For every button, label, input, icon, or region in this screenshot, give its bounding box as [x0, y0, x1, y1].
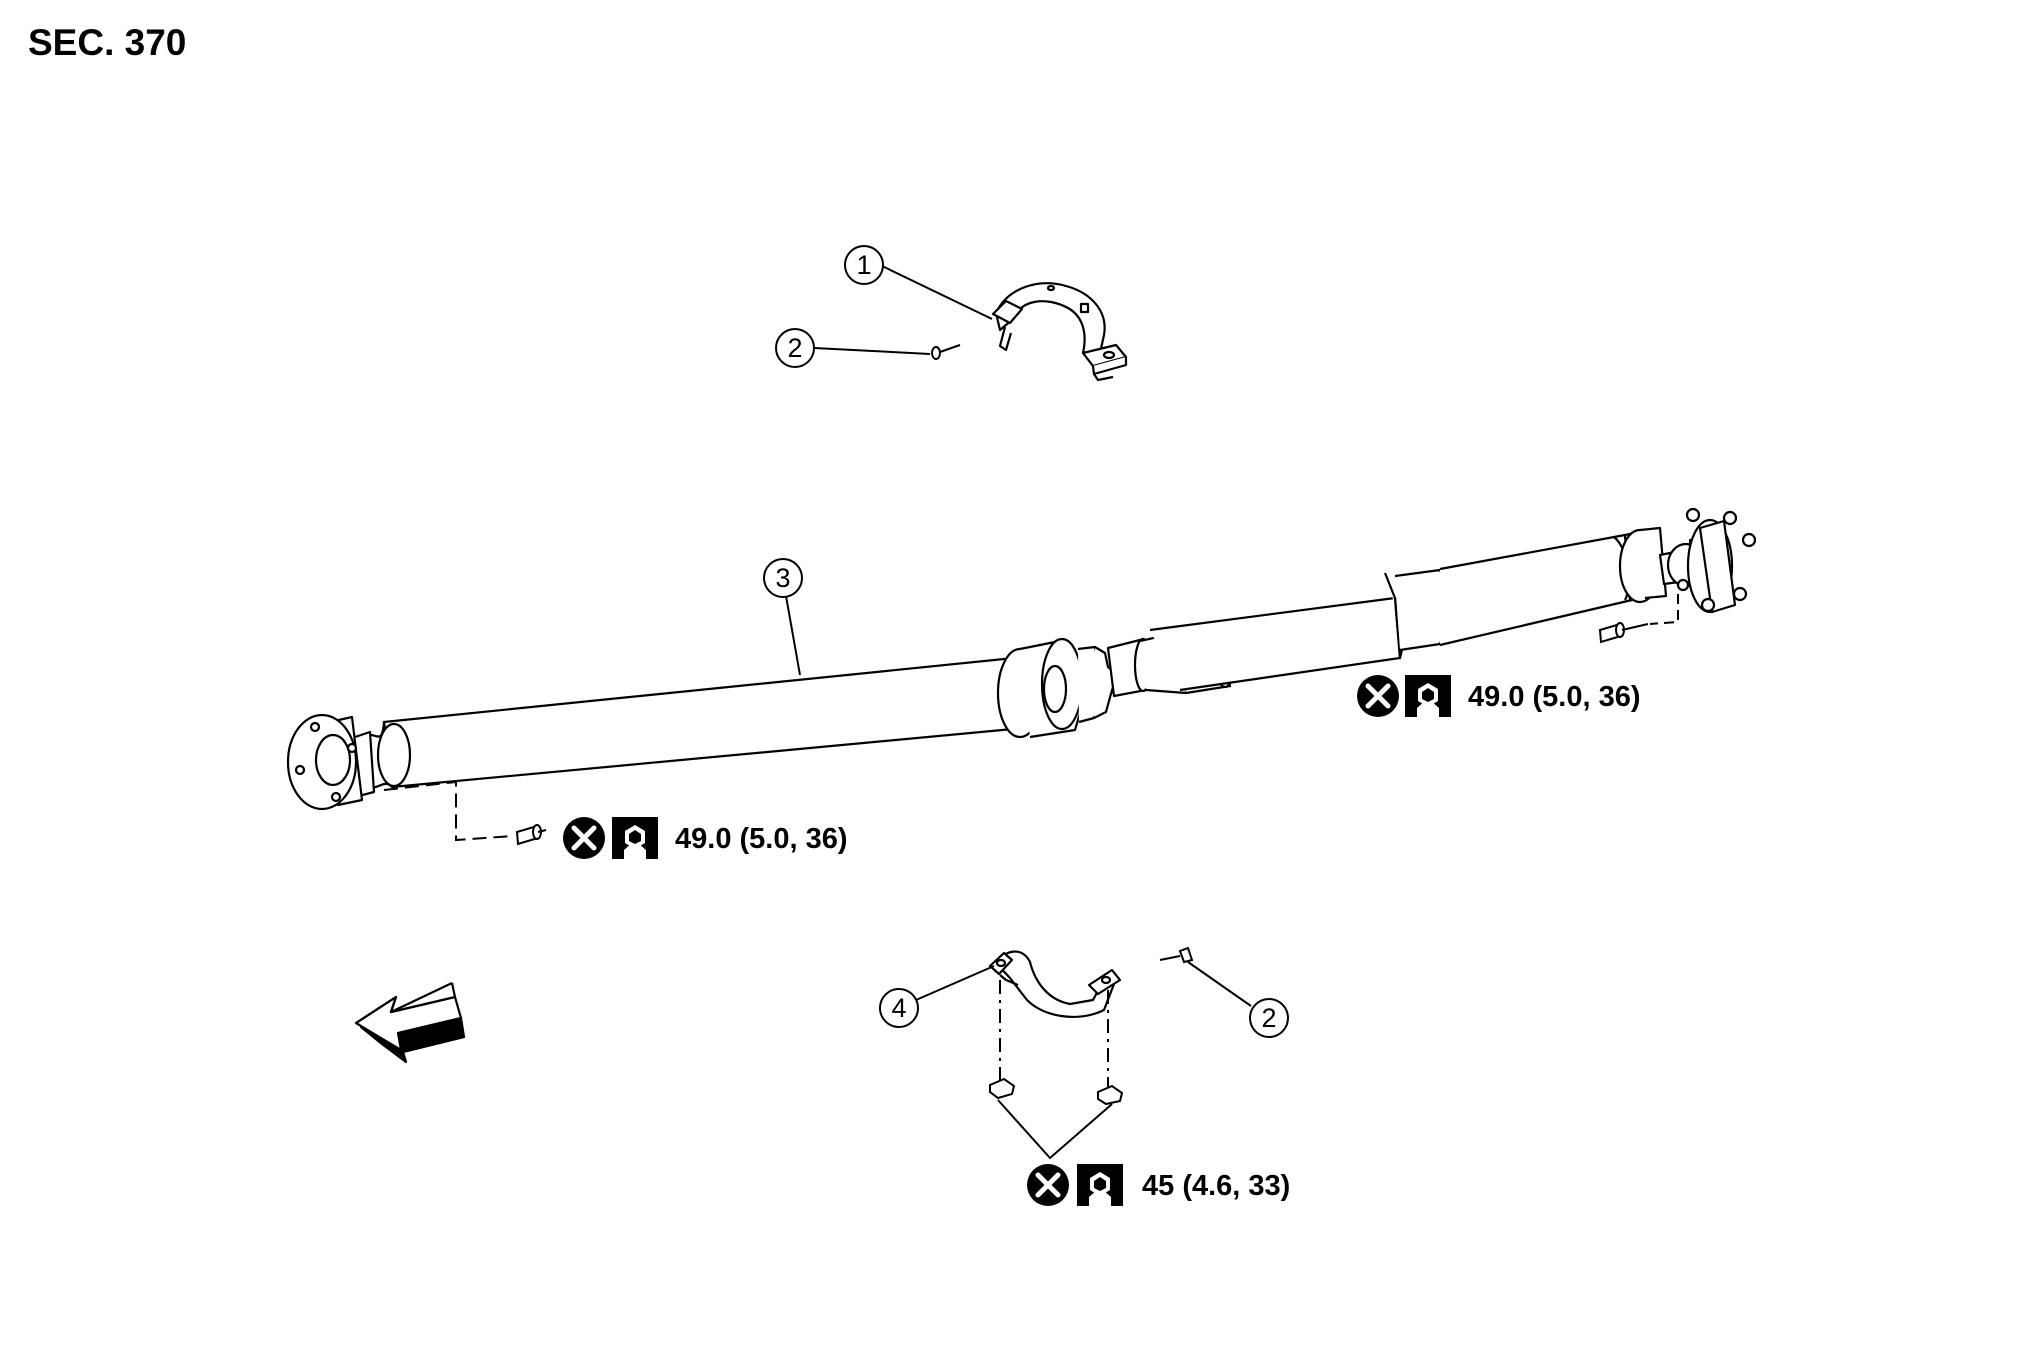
torque-wrench-icon [1405, 675, 1451, 717]
svg-text:2: 2 [787, 333, 802, 363]
upper-bolt [931, 344, 961, 360]
svg-text:1: 1 [856, 250, 871, 280]
torque-wrench-icon [1077, 1164, 1123, 1206]
lower-bracket [988, 950, 1122, 1018]
propeller-shaft [286, 507, 1757, 811]
rear-bolt [1598, 622, 1649, 644]
upper-bracket [991, 282, 1128, 382]
svg-text:2: 2 [1261, 1003, 1276, 1033]
callout-1: 1 [844, 245, 884, 285]
callout-4: 4 [879, 988, 919, 1028]
svg-text:45 (4.6, 33): 45 (4.6, 33) [1142, 1170, 1290, 1202]
bracket-nuts [989, 1077, 1124, 1106]
rear-bolt-leader [1649, 594, 1679, 625]
section-title: SEC. 370 [28, 22, 187, 63]
front-bolt [515, 824, 547, 846]
do-not-reuse-icon [1357, 675, 1399, 717]
svg-text:3: 3 [775, 563, 790, 593]
svg-text:49.0 (5.0, 36): 49.0 (5.0, 36) [1468, 681, 1641, 713]
do-not-reuse-icon [1027, 1164, 1069, 1206]
do-not-reuse-icon [563, 817, 605, 859]
torque-spec-bracket-nuts: 45 (4.6, 33) [1027, 1164, 1290, 1206]
front-bolt-leader [383, 780, 513, 842]
callout-2-lower: 2 [1249, 998, 1289, 1038]
svg-text:49.0 (5.0, 36): 49.0 (5.0, 36) [675, 823, 848, 855]
svg-text:4: 4 [891, 993, 906, 1023]
nut-leaders [999, 980, 1109, 1088]
torque-wrench-icon [612, 817, 658, 859]
front-direction-arrow-icon [354, 982, 466, 1064]
callout-3: 3 [763, 558, 803, 598]
callout-2-upper: 2 [775, 328, 815, 368]
lower-bolt [1159, 946, 1194, 964]
callout-leaders [785, 264, 1252, 1160]
torque-spec-rear-flange: 49.0 (5.0, 36) [1357, 675, 1641, 717]
torque-spec-front-flange: 49.0 (5.0, 36) [563, 817, 848, 859]
